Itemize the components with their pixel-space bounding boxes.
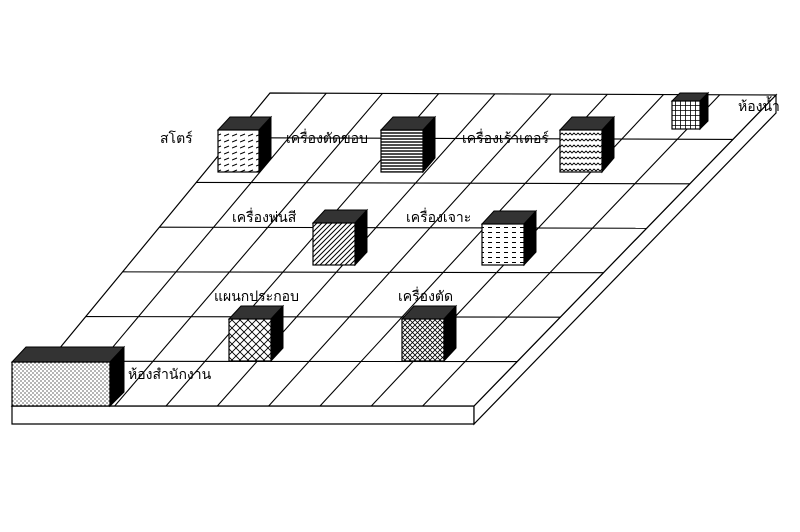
store-block (216, 115, 273, 174)
drill-block (480, 209, 538, 267)
grid-line (196, 181, 690, 185)
grid-line (422, 94, 721, 407)
office-block (10, 345, 126, 408)
grid-line (233, 137, 733, 140)
cutter-block (400, 304, 458, 363)
assembly-label: แผนกประกอบ (214, 289, 299, 305)
spray-painter-label: เครื่องพ่นสี (232, 210, 297, 226)
restroom-label: ห้องน้ำ (738, 99, 780, 115)
router-block (558, 115, 616, 174)
store-label: สโตร์ (160, 131, 193, 147)
grid-line (114, 93, 383, 407)
assembly-block (227, 304, 285, 363)
grid-line (268, 93, 552, 407)
edge-cutter-block (379, 115, 437, 174)
grid-line (85, 316, 561, 318)
grid-line (159, 226, 647, 229)
restroom-block (670, 91, 710, 131)
grid-line (122, 271, 604, 274)
edge-cutter-label: เครื่องตัดขอบ (286, 131, 368, 147)
office-label: ห้องสำนักงาน (128, 367, 212, 383)
spray-painter-block (311, 208, 369, 267)
cutter-label: เครื่องตัด (398, 289, 454, 305)
drill-label: เครื่องเจาะ (406, 210, 472, 226)
router-label: เครื่องเร้าเตอร์ (462, 131, 549, 147)
